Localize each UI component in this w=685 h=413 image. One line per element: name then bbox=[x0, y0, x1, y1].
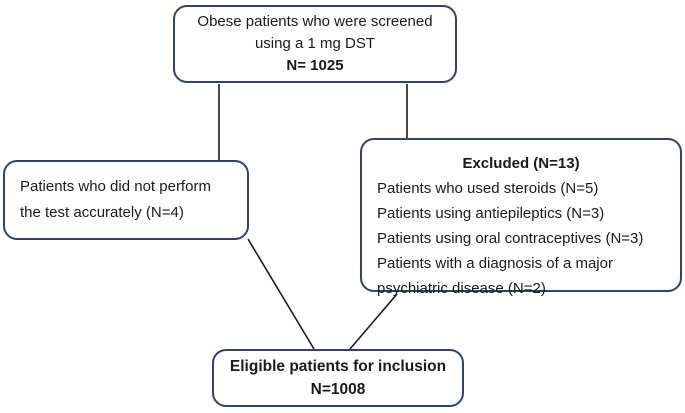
connector-excluded-to-eligible bbox=[349, 293, 398, 350]
excluded-reason-psychiatric: Patients with a diagnosis of a major psy… bbox=[377, 255, 613, 297]
excluded-reason-contraceptives: Patients using oral contraceptives (N=3) bbox=[377, 230, 644, 247]
screened-patients-box: Obese patients who were screened using a… bbox=[173, 5, 457, 83]
not-performed-box: Patients who did not perform the test ac… bbox=[3, 160, 249, 240]
connector-not-performed-to-eligible bbox=[247, 238, 315, 350]
excluded-reason-steroids: Patients who used steroids (N=5) bbox=[377, 180, 599, 197]
screened-box-line1: Obese patients who were screened bbox=[197, 13, 433, 30]
excluded-reason-antiepileptics: Patients using antiepileptics (N=3) bbox=[377, 205, 605, 222]
eligible-box-n-count: N=1008 bbox=[310, 381, 366, 398]
eligible-box-line1: Eligible patients for inclusion bbox=[229, 358, 447, 375]
screened-box-n-count: N= 1025 bbox=[286, 57, 344, 74]
screened-box-line2: using a 1 mg DST bbox=[254, 35, 376, 52]
eligible-patients-box: Eligible patients for inclusion N=1008 bbox=[212, 349, 464, 407]
not-performed-box-text: Patients who did not perform the test ac… bbox=[20, 178, 211, 221]
excluded-box-title: Excluded (N=13) bbox=[462, 155, 580, 172]
excluded-box: Excluded (N=13) Patients who used steroi… bbox=[360, 138, 682, 297]
